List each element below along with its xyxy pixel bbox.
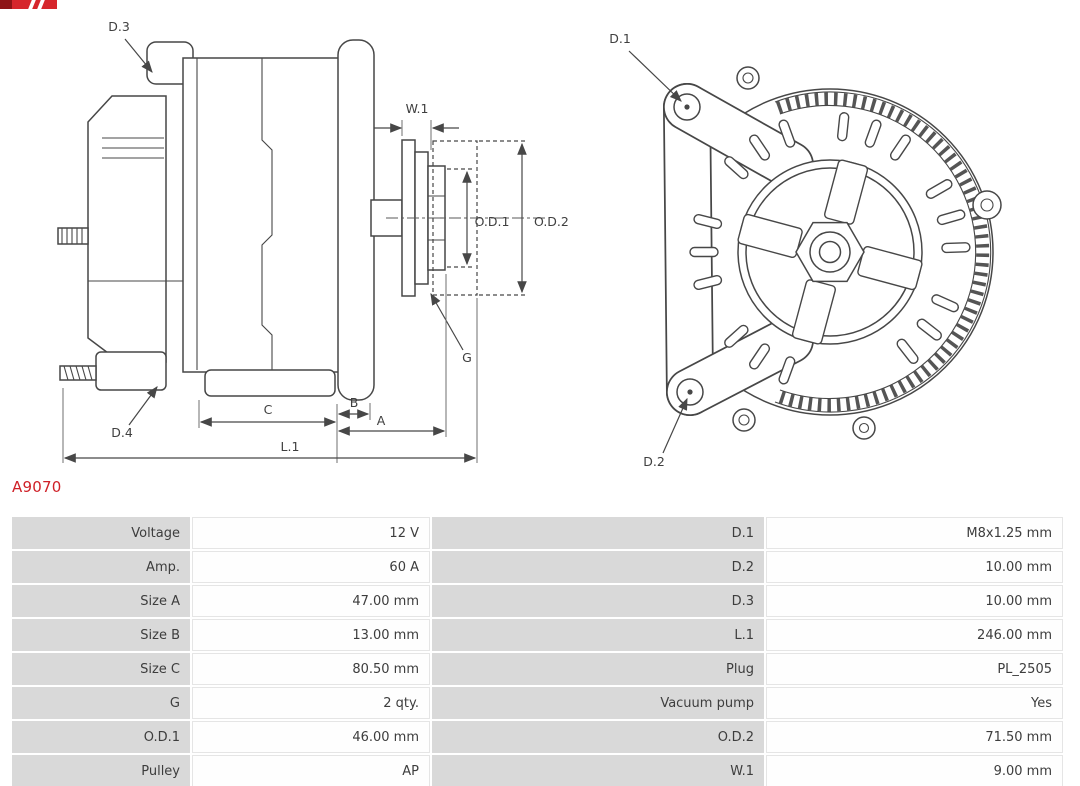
dim-label-b: B: [350, 395, 359, 410]
table-row: O.D.1 46.00 mm O.D.2 71.50 mm: [12, 721, 1063, 753]
spec-label: Size C: [12, 653, 190, 685]
spec-value: 80.50 mm: [192, 653, 430, 685]
dim-label-od1: O.D.1: [475, 214, 510, 229]
spec-label: Pulley: [12, 755, 190, 786]
side-terminal-stud: [57, 227, 89, 245]
part-number: A9070: [12, 478, 62, 496]
table-row: Pulley AP W.1 9.00 mm: [12, 755, 1063, 786]
spec-table-wrap: Voltage 12 V D.1 M8x1.25 mm Amp. 60 A D.…: [10, 515, 1065, 786]
spec-value: 47.00 mm: [192, 585, 430, 617]
spec-label: L.1: [432, 619, 764, 651]
brand-logo-dark-block: [0, 0, 12, 9]
spec-value: 13.00 mm: [192, 619, 430, 651]
side-bottom-lug: [204, 369, 336, 397]
spec-label: O.D.1: [12, 721, 190, 753]
spec-label: D.1: [432, 517, 764, 549]
spec-value: AP: [192, 755, 430, 786]
spec-value: 10.00 mm: [766, 585, 1063, 617]
table-row: Voltage 12 V D.1 M8x1.25 mm: [12, 517, 1063, 549]
spec-value: 10.00 mm: [766, 551, 1063, 583]
front-pulley: [736, 158, 924, 346]
spec-label: W.1: [432, 755, 764, 786]
spec-label: D.2: [432, 551, 764, 583]
table-row: Size B 13.00 mm L.1 246.00 mm: [12, 619, 1063, 651]
spec-value: M8x1.25 mm: [766, 517, 1063, 549]
leader-g: G: [430, 292, 472, 365]
spec-label: Amp.: [12, 551, 190, 583]
technical-drawing: W.1 O.D.1 O.D.2 G: [57, 19, 1002, 469]
spec-label: Plug: [432, 653, 764, 685]
spec-label: Voltage: [12, 517, 190, 549]
leader-d4: D.4: [111, 386, 158, 440]
dim-label-d2: D.2: [643, 454, 665, 469]
side-view-drawing: W.1 O.D.1 O.D.2 G: [57, 19, 569, 463]
leader-d1: D.1: [609, 31, 682, 102]
table-row: Size C 80.50 mm Plug PL_2505: [12, 653, 1063, 685]
side-threaded-stud: [59, 365, 97, 381]
table-row: Amp. 60 A D.2 10.00 mm: [12, 551, 1063, 583]
table-row: Size A 47.00 mm D.3 10.00 mm: [12, 585, 1063, 617]
spec-table: Voltage 12 V D.1 M8x1.25 mm Amp. 60 A D.…: [10, 515, 1065, 786]
spec-value: 46.00 mm: [192, 721, 430, 753]
leader-d3: D.3: [108, 19, 153, 73]
dim-label-d1: D.1: [609, 31, 631, 46]
side-rear-housing: [87, 95, 167, 363]
spec-value: 9.00 mm: [766, 755, 1063, 786]
front-toothed-ring: [774, 91, 992, 413]
dim-od2: O.D.2: [432, 140, 569, 296]
spec-value: 2 qty.: [192, 687, 430, 719]
dim-label-a: A: [377, 413, 386, 428]
dim-label-g: G: [462, 350, 472, 365]
spec-value: PL_2505: [766, 653, 1063, 685]
dim-label-d4: D.4: [111, 425, 133, 440]
dim-label-d3: D.3: [108, 19, 130, 34]
dim-w1: W.1: [374, 101, 459, 150]
spec-label: G: [12, 687, 190, 719]
spec-label: Size B: [12, 619, 190, 651]
side-front-bracket: [337, 39, 375, 401]
side-bottom-bracket: [95, 351, 167, 391]
dim-od1: O.D.1: [447, 168, 510, 268]
front-view-drawing: D.1 D.2: [609, 31, 1002, 469]
spec-label: O.D.2: [432, 721, 764, 753]
brand-logo-fragment: [0, 0, 57, 9]
dim-label-c: C: [264, 402, 273, 417]
dim-label-l1: L.1: [281, 439, 300, 454]
spec-label: Size A: [12, 585, 190, 617]
front-holes: [673, 66, 1002, 440]
dims-bottom: C B A L.1: [62, 274, 478, 463]
dim-label-od2: O.D.2: [534, 214, 569, 229]
spec-value: 12 V: [192, 517, 430, 549]
spec-value: Yes: [766, 687, 1063, 719]
spec-value: 71.50 mm: [766, 721, 1063, 753]
spec-label: D.3: [432, 585, 764, 617]
front-mounting-ears: [663, 83, 814, 416]
spec-value: 60 A: [192, 551, 430, 583]
dim-label-w1: W.1: [406, 101, 429, 116]
spec-value: 246.00 mm: [766, 619, 1063, 651]
spec-label: Vacuum pump: [432, 687, 764, 719]
leader-d2: D.2: [643, 397, 688, 469]
table-row: G 2 qty. Vacuum pump Yes: [12, 687, 1063, 719]
